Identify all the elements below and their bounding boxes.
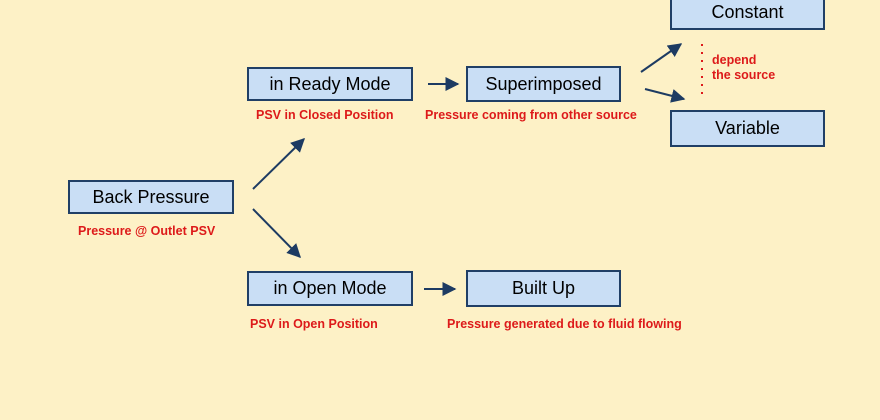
node-ready-mode: in Ready Mode — [247, 67, 413, 101]
node-built-up: Built Up — [466, 270, 621, 307]
caption-depend-line1: depend — [712, 53, 757, 67]
arrow-back-pressure-to-open-mode — [252, 208, 301, 259]
node-variable: Variable — [670, 110, 825, 147]
caption-back-pressure: Pressure @ Outlet PSV — [78, 224, 216, 238]
node-back-pressure: Back Pressure — [68, 180, 234, 214]
arrow-superimposed-to-constant — [640, 43, 683, 73]
arrow-superimposed-to-variable — [644, 88, 686, 103]
caption-depend: depend the source — [712, 53, 775, 83]
caption-superimposed: Pressure coming from other source — [425, 108, 637, 122]
caption-ready-mode: PSV in Closed Position — [256, 108, 394, 122]
caption-built-up: Pressure generated due to fluid flowing — [447, 317, 682, 331]
caption-open-mode: PSV in Open Position — [250, 317, 378, 331]
node-superimposed: Superimposed — [466, 66, 621, 102]
arrow-back-pressure-to-ready-mode — [252, 138, 305, 190]
caption-depend-line2: the source — [712, 68, 776, 82]
node-open-mode: in Open Mode — [247, 271, 413, 306]
node-constant: Constant — [670, 0, 825, 30]
